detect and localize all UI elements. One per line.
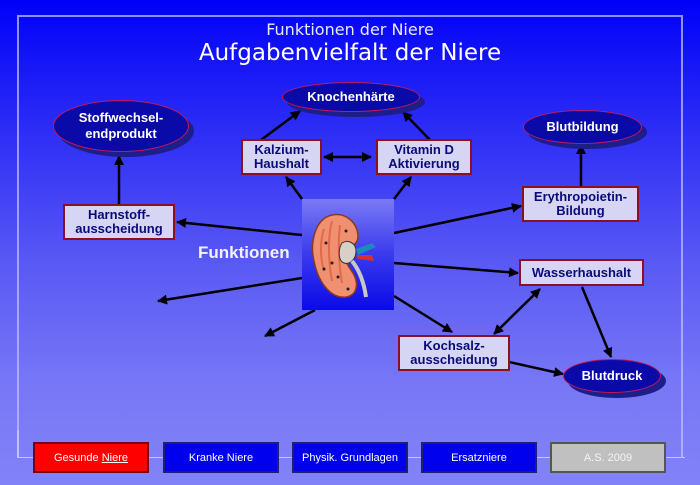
- node-line-2: ausscheidung: [75, 221, 163, 236]
- node-label: Blutbildung: [546, 119, 619, 134]
- nav-ersatzniere[interactable]: Ersatzniere: [421, 442, 537, 473]
- arrow-kalzium-to-knochen: [260, 109, 301, 142]
- slide-frame: [17, 15, 683, 457]
- node-label: Knochenhärte: [307, 89, 395, 104]
- nav-label: A.S. 2009: [583, 451, 633, 464]
- node-stoffwechselendprodukt: Stoffwechsel-endprodukt: [53, 100, 189, 152]
- node-line-1: Vitamin D: [394, 142, 454, 157]
- kidney-image: [302, 199, 394, 310]
- nav-label-underlined: Niere: [101, 451, 128, 464]
- nav-label: Ersatzniere: [451, 451, 507, 464]
- node-line-1: Erythropoietin-: [533, 189, 628, 204]
- node-line-2: Haushalt: [254, 156, 309, 171]
- arrow-center-to-erythro: [393, 202, 522, 235]
- arrow-center-to-left: [157, 276, 303, 305]
- center-label: Funktionen: [198, 243, 290, 262]
- node-wasserhaushalt: Wasserhaushalt: [519, 259, 644, 286]
- slide-title: Aufgabenvielfalt der Niere: [198, 40, 502, 66]
- arrow-center-to-harnstoff: [176, 217, 303, 237]
- node-kalzium-haushalt: Kalzium-Haushalt: [241, 139, 322, 175]
- node-line-1: Kalzium-: [254, 142, 309, 157]
- nav-label: Gesunde: [54, 451, 102, 464]
- arrow-center-to-vitamin: [393, 176, 412, 200]
- node-line-2: Bildung: [556, 203, 605, 218]
- arrow-center-to-wasser: [393, 261, 519, 278]
- node-line-2: Aktivierung: [388, 156, 460, 171]
- node-erythropoietin-bildung: Erythropoietin-Bildung: [522, 186, 639, 222]
- slide-subtitle: Funktionen der Niere: [266, 20, 434, 39]
- node-blutdruck: Blutdruck: [563, 359, 661, 393]
- node-line-2: endprodukt: [85, 126, 157, 141]
- node-line-1: Harnstoff-: [87, 207, 151, 222]
- node-line-1: Kochsalz-: [423, 338, 485, 353]
- node-label: Blutdruck: [581, 368, 643, 383]
- node-label: Wasserhaushalt: [531, 264, 632, 280]
- frame-left-drop: [17, 430, 19, 458]
- arrow-center-to-kochsalz: [393, 294, 453, 334]
- node-harnstoffausscheidung: Harnstoff-ausscheidung: [63, 204, 175, 240]
- arrow-wasser-to-blutdruck: [580, 286, 613, 358]
- nav-physik-grundlagen[interactable]: Physik. Grundlagen: [292, 442, 408, 473]
- nav-kranke-niere[interactable]: Kranke Niere: [163, 442, 279, 473]
- nav-label: Physik. Grundlagen: [302, 451, 398, 464]
- node-line-1: Stoffwechsel-: [78, 110, 164, 125]
- nav-author-year: A.S. 2009: [550, 442, 666, 473]
- arrow-center-to-kalzium: [284, 176, 304, 200]
- nav-gesunde-niere[interactable]: Gesunde Niere: [33, 442, 149, 473]
- nav-label: Kranke Niere: [188, 451, 254, 464]
- arrow-center-to-lower-left: [264, 308, 316, 338]
- arrow-vitamin-to-knochen: [402, 111, 431, 141]
- arrow-wasser-kochsalz: [493, 288, 541, 335]
- node-line-2: ausscheidung: [410, 352, 498, 367]
- node-blutbildung: Blutbildung: [523, 110, 642, 144]
- node-knochenhaerte: Knochenhärte: [282, 82, 420, 112]
- kidney-icon: [311, 213, 376, 298]
- node-kochsalzausscheidung: Kochsalz-ausscheidung: [398, 335, 510, 371]
